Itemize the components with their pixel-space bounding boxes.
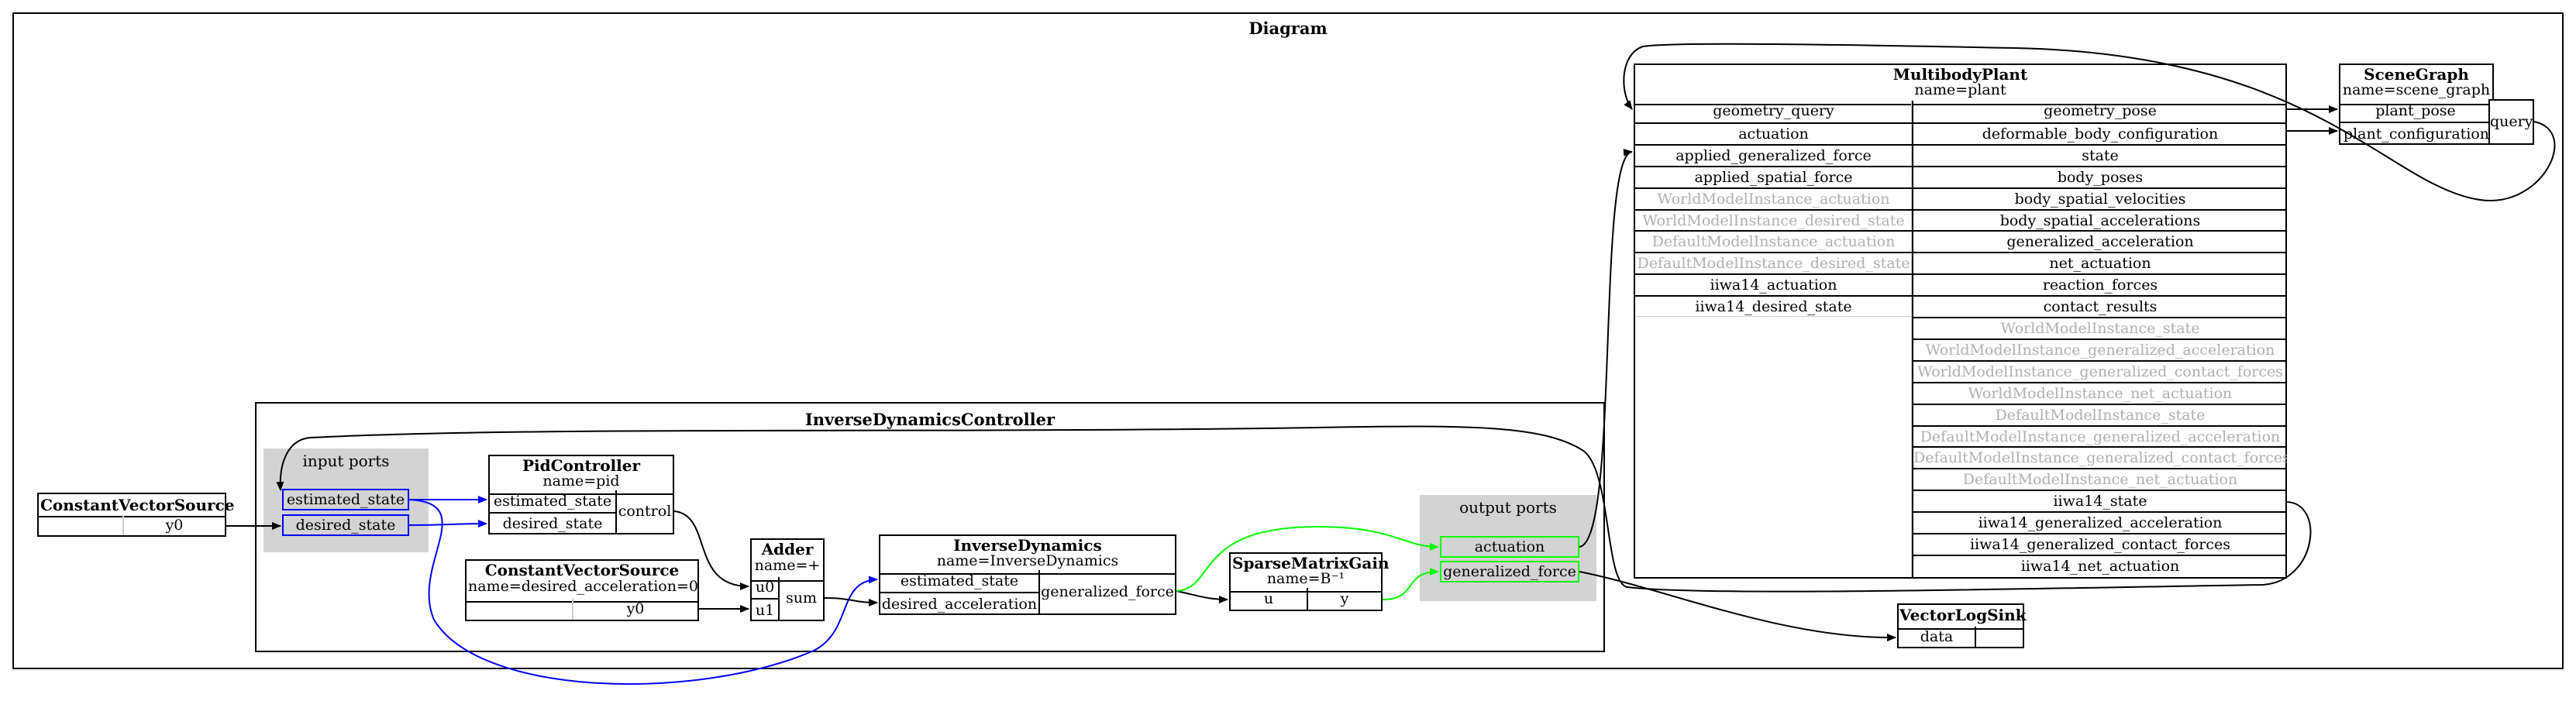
cvs2-title: ConstantVectorSource name=desired_accele… <box>467 561 698 603</box>
constant-vector-source-title: ConstantVectorSource <box>39 494 235 517</box>
plant-output-port[interactable]: DefaultModelInstance_net_actuation <box>1913 468 2287 490</box>
inverse-dynamics-title: InverseDynamics name=InverseDynamics <box>880 536 1175 575</box>
cvs1-port-y0[interactable]: y0 <box>165 517 184 534</box>
multibody-plant-title: MultibodyPlant name=plant <box>1635 65 2285 105</box>
scene-graph-title: SceneGraph name=scene_graph <box>2340 65 2492 105</box>
plant-output-port[interactable]: net_actuation <box>1913 252 2287 273</box>
plant-input-port[interactable]: actuation <box>1635 122 1912 144</box>
adder-port-sum[interactable]: sum <box>785 589 817 607</box>
plant-output-port[interactable]: DefaultModelInstance_state <box>1913 403 2287 425</box>
diagram-title: Diagram <box>1248 19 1328 38</box>
plant-output-port[interactable]: WorldModelInstance_net_actuation <box>1913 381 2287 404</box>
logger-port-data[interactable]: data <box>1899 627 1976 647</box>
plant-output-port[interactable]: body_spatial_accelerations <box>1913 208 2287 231</box>
pid-port-estimated-state[interactable]: estimated_state <box>490 490 617 512</box>
plant-output-port[interactable]: WorldModelInstance_generalized_accelerat… <box>1913 338 2287 360</box>
plant-input-port[interactable]: WorldModelInstance_desired_state <box>1635 208 1912 231</box>
sparse-matrix-gain-node[interactable]: SparseMatrixGain name=B⁻¹ u y <box>1229 552 1389 611</box>
plant-input-port[interactable]: DefaultModelInstance_desired_state <box>1635 252 1912 273</box>
adder-port-u1[interactable]: u1 <box>752 598 780 620</box>
invdyn-port-desired-acceleration[interactable]: desired_acceleration <box>880 592 1040 613</box>
plant-output-port[interactable]: reaction_forces <box>1913 273 2287 295</box>
plant-input-port[interactable]: iiwa14_desired_state <box>1635 295 1912 317</box>
scene-graph-port-query[interactable]: query <box>2488 99 2534 145</box>
plant-input-port[interactable]: iiwa14_actuation <box>1635 273 1912 295</box>
scene-graph-node[interactable]: SceneGraph name=scene_graph plant_pose p… <box>2339 64 2494 145</box>
pid-controller-node[interactable]: PidController name=pid estimated_state d… <box>488 455 674 534</box>
wire-des-to-pid <box>408 520 487 528</box>
output-port-actuation[interactable]: actuation <box>1440 536 1579 558</box>
plant-output-port[interactable]: generalized_acceleration <box>1913 230 2287 252</box>
vector-log-sink-title: VectorLogSink <box>1899 605 2027 630</box>
plant-output-port[interactable]: iiwa14_net_actuation <box>1913 554 2287 576</box>
cvs2-empty-cell <box>467 598 573 620</box>
wire-genforce-to-logger <box>1579 571 1896 642</box>
cvs1-empty-cell <box>39 516 124 535</box>
idc-title: InverseDynamicsController <box>804 410 1056 429</box>
plant-output-port[interactable]: body_poses <box>1913 165 2287 187</box>
invdyn-port-generalized-force[interactable]: generalized_force <box>1041 583 1174 600</box>
plant-input-port[interactable]: DefaultModelInstance_actuation <box>1635 230 1912 252</box>
plant-input-port[interactable]: applied_spatial_force <box>1635 165 1912 187</box>
wire-smg-to-genforce <box>1382 568 1439 600</box>
plant-input-port[interactable]: applied_generalized_force <box>1635 143 1912 166</box>
input-port-estimated-state[interactable]: estimated_state <box>282 489 409 510</box>
input-port-desired-state[interactable]: desired_state <box>282 514 409 536</box>
pid-port-control[interactable]: control <box>618 503 672 520</box>
plant-output-port[interactable]: iiwa14_state <box>1913 490 2287 511</box>
plant-output-port[interactable]: geometry_pose <box>2044 102 2157 119</box>
adder-title: Adder name=+ <box>752 540 823 582</box>
plant-output-port[interactable]: state <box>1913 143 2287 166</box>
smg-port-u[interactable]: u <box>1231 588 1308 610</box>
wire-invdyn-to-actuation <box>1176 525 1439 592</box>
constant-vector-source-accel-node[interactable]: ConstantVectorSource name=desired_accele… <box>465 559 699 621</box>
plant-output-port[interactable]: DefaultModelInstance_generalized_contact… <box>1913 446 2287 468</box>
invdyn-port-estimated-state[interactable]: estimated_state <box>880 570 1040 592</box>
plant-output-port[interactable]: WorldModelInstance_generalized_contact_f… <box>1913 359 2287 382</box>
output-port-generalized-force[interactable]: generalized_force <box>1440 561 1579 582</box>
multibody-plant-node[interactable]: MultibodyPlant name=plant geometry_query… <box>1634 64 2287 579</box>
output-ports-cluster: output ports <box>1420 495 1596 601</box>
diagram-frame: Diagram <box>12 12 2564 669</box>
plant-output-column: geometry_pose deformable_body_configurati… <box>1912 101 2287 577</box>
plant-output-port[interactable]: contact_results <box>1913 295 2287 317</box>
pid-controller-title: PidController name=pid <box>490 456 673 495</box>
output-ports-title: output ports <box>1459 498 1557 517</box>
plant-input-port[interactable]: WorldModelInstance_actuation <box>1635 187 1912 209</box>
idc-cluster: InverseDynamicsController <box>255 402 1605 652</box>
scene-graph-port-plant-configuration[interactable]: plant_configuration <box>2340 122 2492 143</box>
wire-adder-to-invdyn <box>824 597 878 607</box>
wire-invdyn-to-smg <box>1176 590 1228 603</box>
vector-log-sink-node[interactable]: VectorLogSink data <box>1897 603 2027 648</box>
wire-query-to-plant <box>1623 43 2556 201</box>
cvs2-port-y0[interactable]: y0 <box>626 600 645 617</box>
plant-input-port[interactable]: geometry_query <box>1713 102 1834 119</box>
wire-state-to-estimated <box>276 425 2312 593</box>
pid-port-desired-state[interactable]: desired_state <box>490 512 617 533</box>
inverse-dynamics-node[interactable]: InverseDynamics name=InverseDynamics est… <box>879 534 1176 615</box>
adder-node[interactable]: Adder name=+ u0 u1 sum <box>750 538 825 621</box>
adder-port-u0[interactable]: u0 <box>752 577 780 598</box>
wire-est-to-invdyn <box>408 499 878 685</box>
plant-output-port[interactable]: DefaultModelInstance_generalized_acceler… <box>1913 424 2287 447</box>
constant-vector-source-node[interactable]: ConstantVectorSource y0 <box>37 493 235 537</box>
plant-output-port[interactable]: deformable_body_configuration <box>1913 122 2287 144</box>
wire-actuation-to-plant <box>1579 149 1633 548</box>
plant-output-port[interactable]: WorldModelInstance_state <box>1913 317 2287 338</box>
smg-port-y[interactable]: y <box>1340 590 1349 607</box>
plant-output-port[interactable]: body_spatial_velocities <box>1913 187 2287 209</box>
input-ports-title: input ports <box>302 452 390 470</box>
wire-pid-to-adder <box>673 510 749 590</box>
sparse-matrix-gain-title: SparseMatrixGain name=B⁻¹ <box>1231 554 1389 593</box>
plant-output-port[interactable]: iiwa14_generalized_acceleration <box>1913 511 2287 533</box>
plant-output-port[interactable]: iiwa14_generalized_contact_forces <box>1913 533 2287 555</box>
